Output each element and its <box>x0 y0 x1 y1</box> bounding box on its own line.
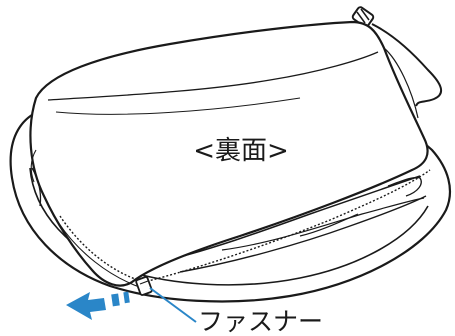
zipper-slider <box>135 276 153 296</box>
inner-liner <box>159 175 427 273</box>
view-label: <裏面> <box>193 136 289 166</box>
pillow-body <box>29 20 429 287</box>
arrow-left-icon <box>66 291 130 320</box>
zipper-seam <box>57 169 431 289</box>
power-cord <box>371 23 443 107</box>
zipper-label: ファスナー <box>198 307 323 336</box>
zipper-leader-line <box>149 287 197 323</box>
